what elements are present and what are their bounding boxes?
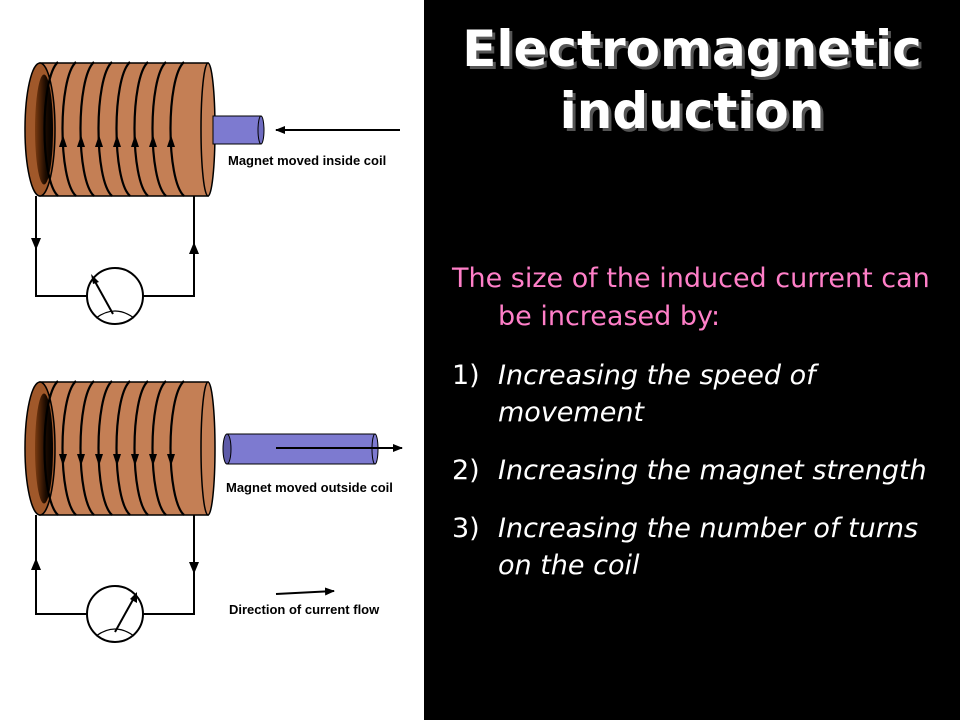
bottom-coil	[24, 380, 216, 516]
text-panel: Electromagnetic induction The size of th…	[424, 0, 960, 720]
direction-legend-arrow	[275, 587, 335, 596]
top-coil	[24, 61, 216, 197]
label-outside: Magnet moved outside coil	[226, 480, 393, 495]
list-item: 1) Increasing the speed of movement	[452, 357, 952, 431]
top-magnet	[212, 115, 265, 145]
induction-diagram: Magnet moved inside coil	[24, 61, 403, 643]
list-text: Increasing the magnet strength	[498, 455, 927, 486]
top-ammeter	[86, 267, 144, 325]
bottom-circuit	[35, 515, 195, 615]
list-number: 3)	[452, 513, 480, 544]
slide-title: Electromagnetic induction	[462, 20, 922, 140]
list-item: 2) Increasing the magnet strength	[452, 452, 952, 489]
diagram-panel: Magnet moved inside coil	[0, 0, 424, 720]
list-number: 1)	[452, 360, 480, 391]
list-number: 2)	[452, 455, 480, 486]
label-direction: Direction of current flow	[229, 602, 380, 617]
intro-text: The size of the induced current can be i…	[452, 263, 930, 332]
label-inside: Magnet moved inside coil	[228, 153, 386, 168]
list-item: 3) Increasing the number of turns on the…	[452, 510, 952, 584]
top-circuit	[35, 196, 195, 297]
bottom-ammeter	[86, 585, 144, 643]
factor-list: 1) Increasing the speed of movement 2) I…	[452, 357, 952, 605]
list-text: Increasing the number of turns on the co…	[498, 513, 919, 581]
list-text: Increasing the speed of movement	[498, 360, 816, 428]
